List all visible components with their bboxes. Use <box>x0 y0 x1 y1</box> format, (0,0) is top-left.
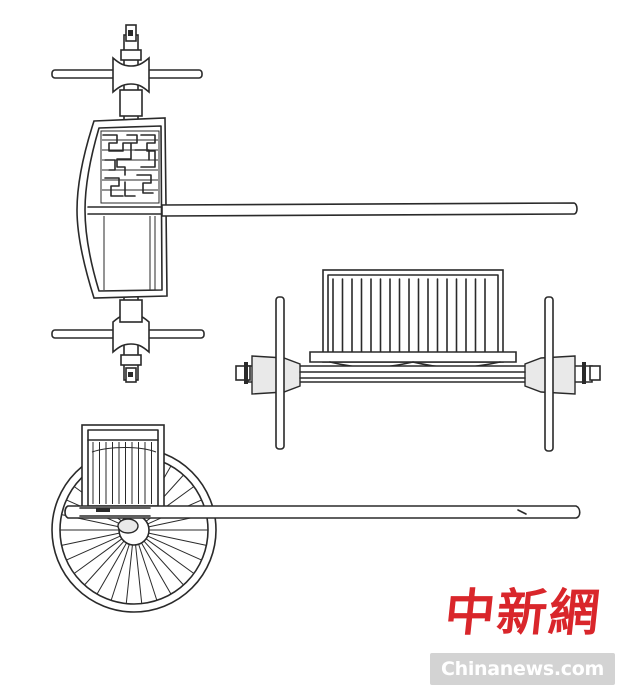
watermark-site-label: Chinanews.com <box>430 653 615 685</box>
rear-view <box>235 269 601 452</box>
top-view-draught-pole <box>161 202 578 217</box>
watermark-logo-cn: 中新網 <box>441 583 605 642</box>
rear-view-left-wheel <box>275 296 285 450</box>
side-view-carriage-box <box>81 424 165 511</box>
top-view-lattice-panel <box>100 130 160 204</box>
top-view-carriage-box <box>76 117 168 299</box>
top-view-upper-wheel <box>51 56 203 117</box>
top-view-lower-wheel <box>51 299 205 354</box>
rear-view-railing-body <box>309 269 517 369</box>
side-view-draught-pole <box>64 505 581 519</box>
side-view <box>51 424 581 613</box>
rear-view-right-wheel <box>544 296 554 452</box>
top-view <box>51 24 578 383</box>
